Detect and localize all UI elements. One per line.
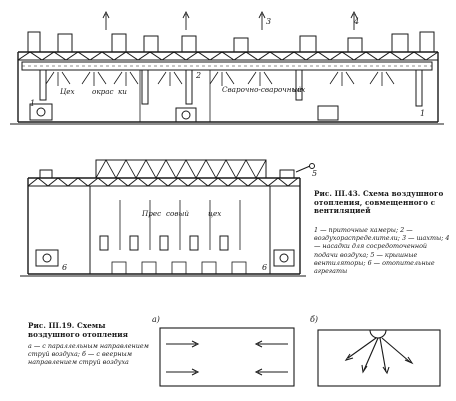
callout-6a: 6 (62, 263, 67, 272)
callout-1a: 1 (30, 99, 35, 108)
label-press-shop-1: Прес (141, 209, 161, 218)
label-paint-shop-2: окрас (92, 87, 114, 96)
label-welding-shop-2: цех (292, 85, 305, 94)
figure-43-legend: 1 — приточные камеры; 2 — воздухораспред… (314, 226, 450, 276)
panel-b-label: б) (310, 315, 318, 324)
drop-ducts (39, 69, 423, 107)
label-paint-shop-3: ки (118, 87, 127, 96)
partitions-upper (139, 70, 211, 122)
panel-a-label: а) (152, 315, 160, 324)
floor-pits (111, 261, 247, 275)
roof-truss-upper (17, 51, 439, 61)
label-paint-shop-1: Цех (60, 87, 75, 96)
roof-lanterns (27, 31, 435, 53)
roof-truss-lower (27, 159, 300, 187)
figure-19-title: Рис. III.19. Схемы воздушного отопления (28, 321, 129, 339)
figure-43-title: Рис. III.43. Схема воздушного отопления,… (314, 189, 444, 216)
callout-3: 3 (266, 17, 271, 26)
figure-19-legend: а — с параллельным направлением струй во… (28, 342, 149, 367)
roof-exhaust-arrows (102, 10, 358, 30)
roof-fan (295, 163, 315, 173)
heating-units (35, 235, 295, 267)
panel-b-diagram (317, 329, 441, 387)
building-walls-lower (20, 178, 306, 277)
label-press-shop-2: совый (166, 209, 189, 218)
callout-5: 5 (312, 169, 317, 178)
supply-air-units (29, 103, 339, 123)
building-walls-upper (10, 52, 444, 125)
panel-a-diagram (159, 327, 295, 387)
callout-6b: 6 (262, 263, 267, 272)
columns-lower (119, 200, 241, 250)
callout-4: 4 (353, 17, 359, 26)
diffuser-jets (45, 71, 395, 86)
supply-duct (21, 61, 433, 71)
callout-1b: 1 (420, 109, 425, 118)
label-press-shop-3: цех (208, 209, 221, 218)
label-welding-shop-1: Сварочно-сварочный (222, 85, 302, 94)
callout-2: 2 (195, 71, 201, 80)
